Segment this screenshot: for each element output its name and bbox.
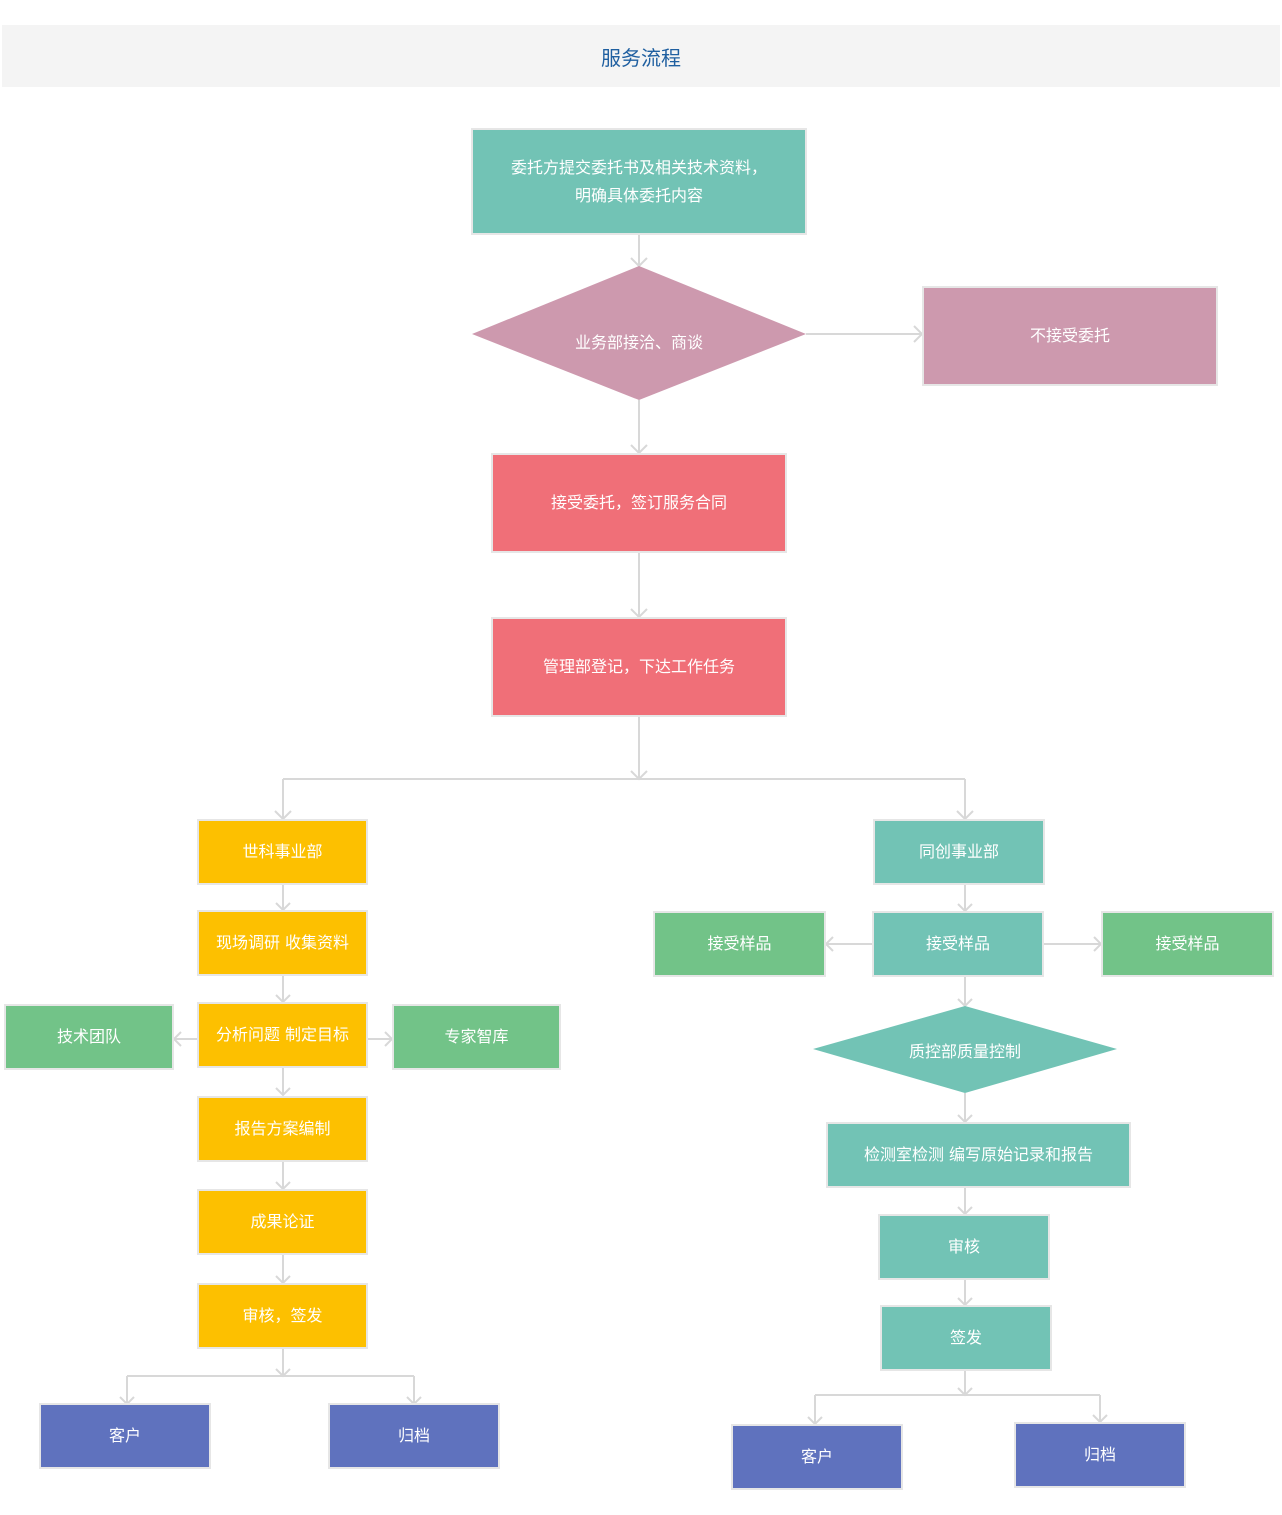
reject-node: 不接受委托 <box>922 286 1218 386</box>
left-archive-node: 归档 <box>328 1403 500 1469</box>
research-node: 现场调研 收集资料 <box>197 910 368 976</box>
validate-node: 成果论证 <box>197 1189 368 1255</box>
expert-pool-node: 专家智库 <box>392 1004 561 1070</box>
audit-node: 审核 <box>878 1214 1050 1280</box>
negotiate-diamond <box>472 266 806 400</box>
left-dept-node: 世科事业部 <box>197 819 368 885</box>
lab-test-node: 检测室检测 编写原始记录和报告 <box>826 1122 1131 1188</box>
left-client-node: 客户 <box>39 1403 211 1469</box>
review-sign-node: 审核，签发 <box>197 1283 368 1349</box>
register-node: 管理部登记，下达工作任务 <box>491 617 787 717</box>
arrowhead <box>824 936 834 952</box>
sample-right-node: 接受样品 <box>1101 911 1274 977</box>
right-client-node: 客户 <box>731 1424 903 1490</box>
submit-request-node: 委托方提交委托书及相关技术资料， 明确具体委托内容 <box>471 128 807 235</box>
right-archive-node: 归档 <box>1014 1422 1186 1488</box>
page-title: 服务流程 <box>601 45 681 70</box>
report-plan-node: 报告方案编制 <box>197 1096 368 1162</box>
issue-node: 签发 <box>880 1305 1052 1371</box>
tech-team-node: 技术团队 <box>4 1004 174 1070</box>
quality-control-diamond <box>813 1006 1117 1093</box>
accept-contract-node: 接受委托，签订服务合同 <box>491 453 787 553</box>
arrowhead <box>275 1087 291 1097</box>
analyze-node: 分析问题 制定目标 <box>197 1002 368 1068</box>
sample-left-node: 接受样品 <box>653 911 826 977</box>
right-dept-node: 同创事业部 <box>873 819 1045 885</box>
sample-center-node: 接受样品 <box>872 911 1044 977</box>
quality-control-node: 质控部质量控制 <box>908 1041 1021 1061</box>
negotiate-node: 业务部接洽、商谈 <box>574 333 703 352</box>
page-header: 服务流程 <box>2 25 1280 87</box>
arrowhead <box>172 1031 182 1047</box>
